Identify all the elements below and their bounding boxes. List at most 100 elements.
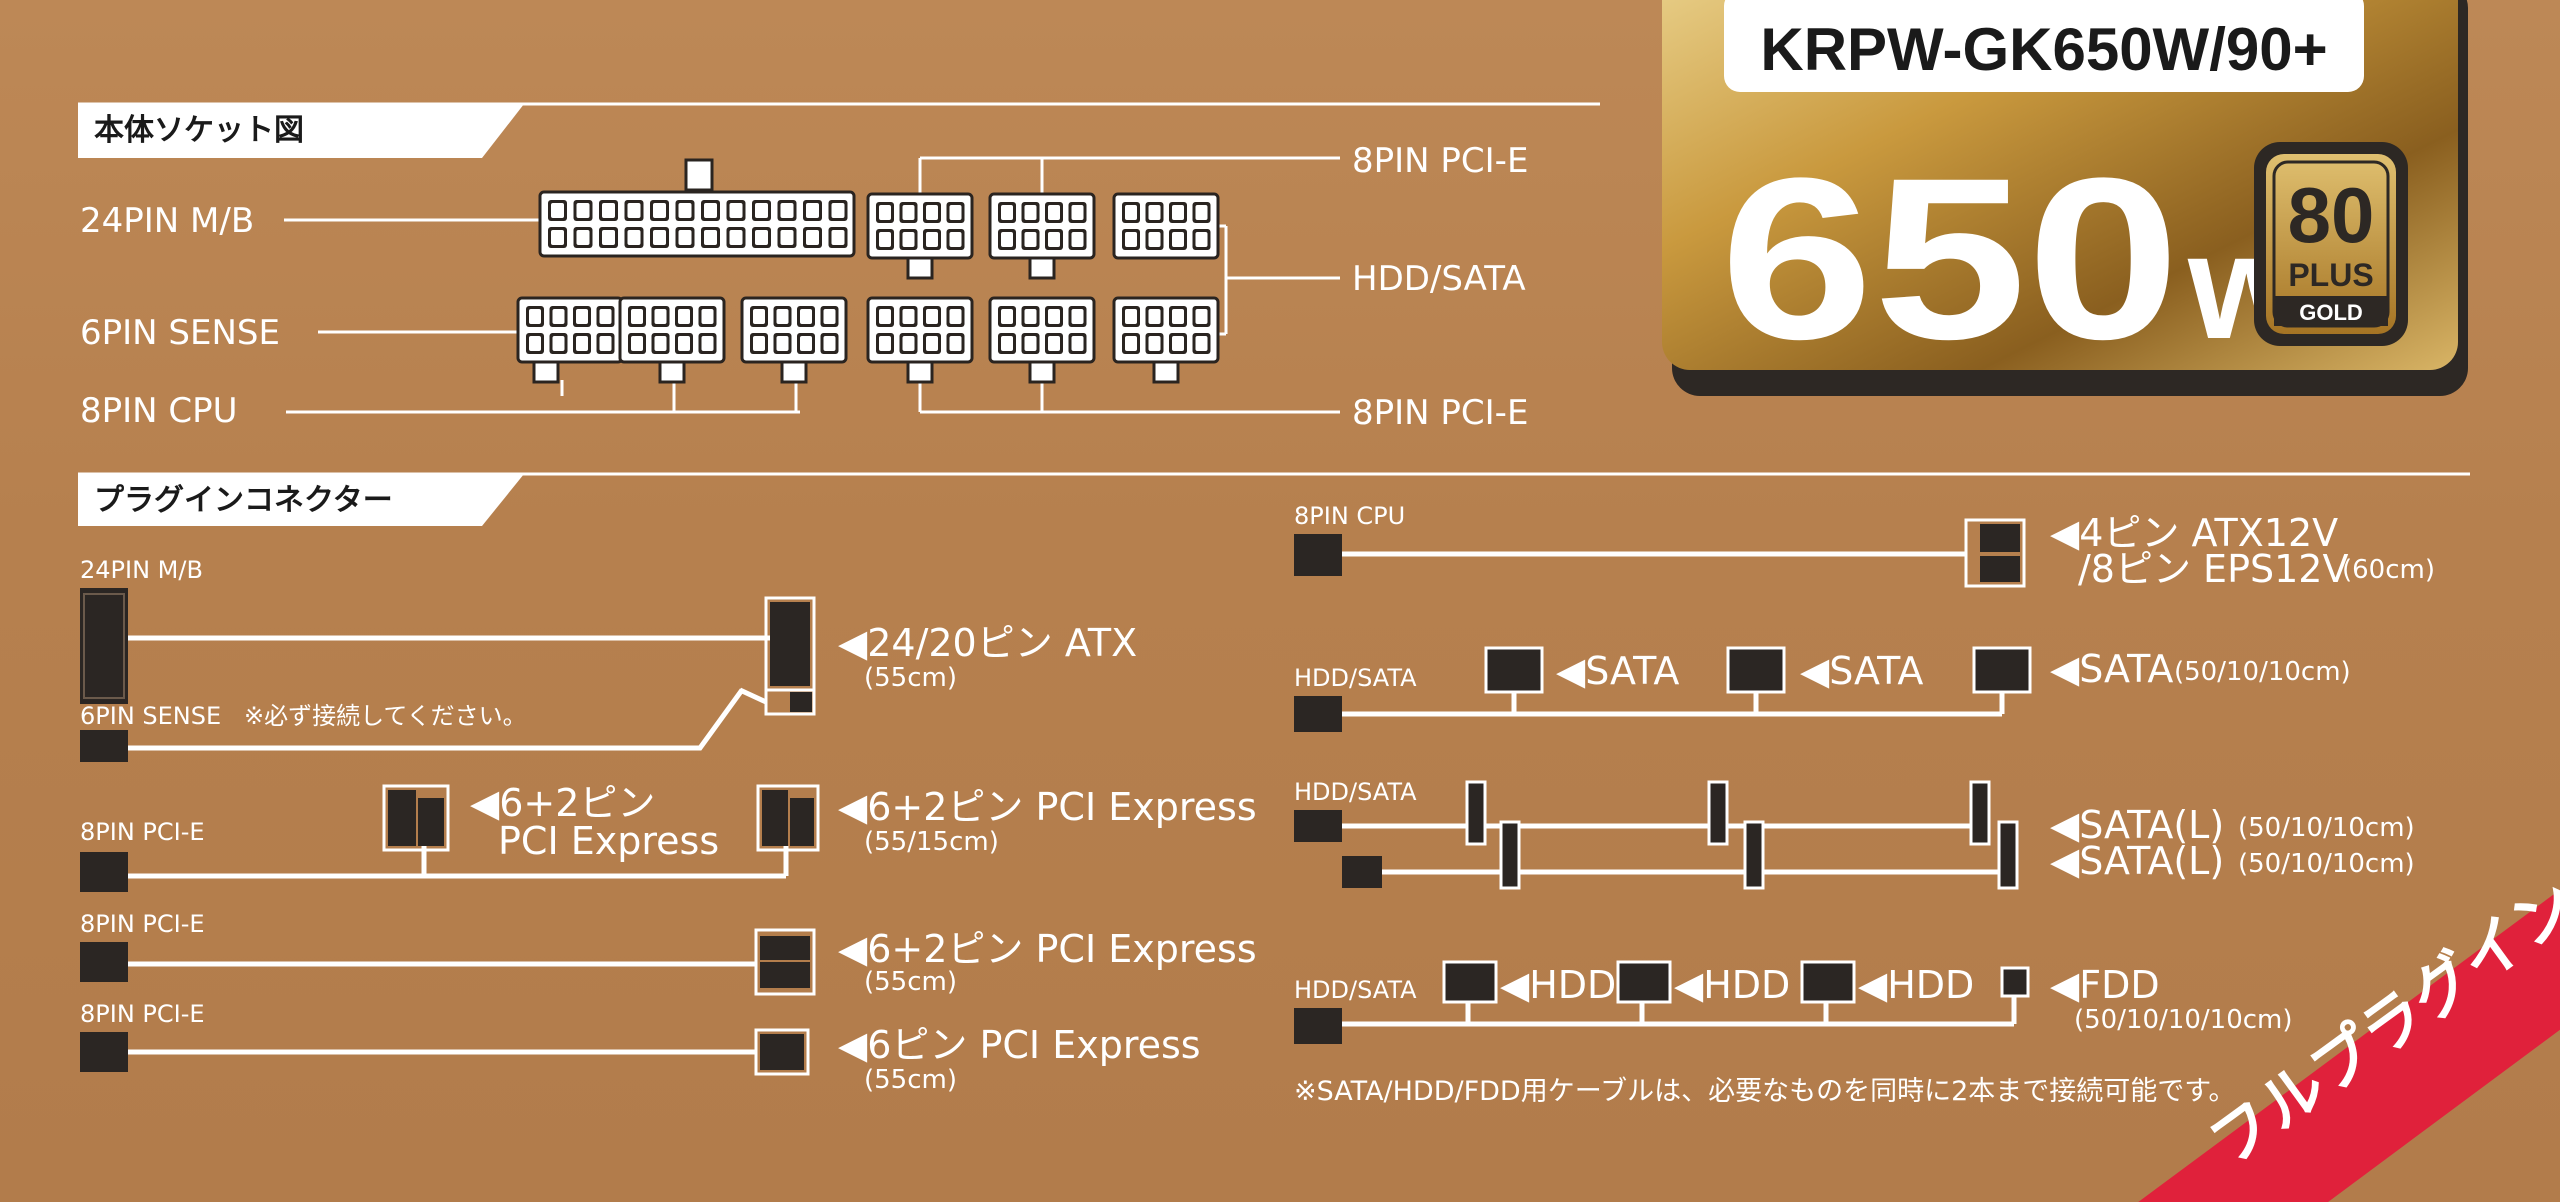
plug-satal-2 <box>1342 856 1382 888</box>
socket-8pin <box>988 296 1096 384</box>
cable-sata-end-len: (50/10/10cm) <box>2174 657 2351 687</box>
satal-plug <box>1969 780 1991 846</box>
cable-24pin-label: 24PIN M/B <box>80 556 203 584</box>
cable-pcie1-mid-b: PCI Express <box>498 819 719 863</box>
cable-24pin-len: (55cm) <box>864 663 957 693</box>
plug-pcie3-end <box>754 1028 810 1076</box>
plug-sata-3 <box>1972 646 2032 694</box>
cable-hdd2: ◀HDD <box>1674 963 1790 1007</box>
hdd-molex-3 <box>1800 960 1856 1024</box>
cable-pcie3-label: 8PIN PCI-E <box>80 1000 205 1028</box>
plug-eps12v <box>1964 518 2026 588</box>
cable-cpu-desc2: /8ピン EPS12V <box>2078 547 2348 591</box>
cable-pcie2-label: 8PIN PCI-E <box>80 910 205 938</box>
hdd-molex-2 <box>1616 960 1672 1024</box>
satal-plug <box>1465 780 1487 846</box>
label-8pin-pcie-top: 8PIN PCI-E <box>1352 141 1528 181</box>
plug-hdd <box>1294 1008 1342 1044</box>
section1-header: 本体ソケット図 <box>78 102 1600 158</box>
satal-plug <box>1707 780 1729 846</box>
cable-pcie1-label: 8PIN PCI-E <box>80 818 205 846</box>
cable-hdd3: ◀HDD <box>1858 963 1974 1007</box>
cable-hdd-label: HDD/SATA <box>1294 976 1417 1004</box>
cable-cpu-desc1: ◀4ピン ATX12V <box>2050 511 2338 555</box>
badge-gold: GOLD <box>2299 300 2363 325</box>
section2-title: プラグインコネクター <box>94 483 393 518</box>
cable-24pin-desc: ◀24/20ピン ATX <box>838 621 1137 665</box>
socket-24pin <box>538 158 856 258</box>
plug-6pin-sense <box>80 730 128 762</box>
badge-plus: PLUS <box>2288 257 2373 293</box>
cable-satal2: ◀SATA(L) <box>2050 839 2224 883</box>
plug-sata-2 <box>1726 646 1786 694</box>
fdd-plug <box>2000 966 2030 1024</box>
plug-pcie2-end <box>754 928 816 996</box>
socket-8pin <box>988 192 1096 280</box>
section2-header: プラグインコネクター <box>78 472 2470 526</box>
plug-24-20-atx <box>770 602 810 686</box>
plug-satal-1 <box>1294 810 1342 842</box>
cable-sense-note: ※必ず接続してください。 <box>244 702 527 730</box>
wattage-panel: KRPW-GK650W/90+ 650 w 80 PLUS GOLD <box>1662 0 2468 396</box>
section1-title: 本体ソケット図 <box>94 113 304 148</box>
plug-pcie3 <box>80 1032 128 1072</box>
cable-sense-label: 6PIN SENSE <box>80 702 221 730</box>
80plus-gold-badge: 80 PLUS GOLD <box>2254 142 2408 346</box>
label-hdd-sata: HDD/SATA <box>1352 259 1526 299</box>
plug-cpu <box>1294 534 1342 576</box>
cable-pcie2-desc: ◀6+2ピン PCI Express <box>838 927 1257 971</box>
plug-pcie1-end <box>756 784 820 852</box>
label-24pin-mb: 24PIN M/B <box>80 201 254 241</box>
cable-sata-label: HDD/SATA <box>1294 664 1417 692</box>
cable-pcie3-desc: ◀6ピン PCI Express <box>838 1023 1201 1067</box>
pcie-top-bracket <box>918 156 1340 196</box>
footnote: ※SATA/HDD/FDD用ケーブルは、必要なものを同時に2本まで接続可能です。 <box>1294 1076 2236 1107</box>
pcie-bottom-bracket <box>918 380 1340 414</box>
cable-pcie3-len: (55cm) <box>864 1065 957 1095</box>
socket-8pin <box>866 296 974 384</box>
cable-sata-end: ◀SATA <box>2050 647 2173 691</box>
satal-connectors <box>1465 780 2019 890</box>
socket-8pin <box>866 192 974 280</box>
socket-8pin <box>1112 296 1220 384</box>
cable-satal2-len: (50/10/10cm) <box>2238 849 2415 879</box>
plug-pcie2 <box>80 942 128 982</box>
cable-cpu-label: 8PIN CPU <box>1294 502 1405 530</box>
plug-pcie1-mid <box>382 784 450 852</box>
socket-8pin <box>740 296 848 384</box>
cable-satal-label: HDD/SATA <box>1294 778 1417 806</box>
cable-fdd-len: (50/10/10/10cm) <box>2074 1005 2293 1035</box>
socket-8pin <box>516 296 624 384</box>
cable-satal1: ◀SATA(L) <box>2050 803 2224 847</box>
satal-plug <box>1499 820 1521 890</box>
satal-plug <box>1997 820 2019 890</box>
cable-pcie2-len: (55cm) <box>864 967 957 997</box>
plug-sata <box>1294 696 1342 732</box>
plug-sata-1 <box>1484 646 1544 694</box>
socket-8pin <box>618 296 726 384</box>
socket-array <box>516 192 1220 384</box>
cable-sata-mid2: ◀SATA <box>1800 649 1923 693</box>
cable-fdd: ◀FDD <box>2050 963 2160 1007</box>
cable-pcie1-mid-a: ◀6+2ピン <box>470 781 655 825</box>
plug-24pin <box>80 588 128 704</box>
wattage-number: 650 <box>1720 130 2180 387</box>
cable-pcie1-len: (55/15cm) <box>864 827 999 857</box>
hdd-molex-1 <box>1442 960 1498 1024</box>
cable-sata-mid1: ◀SATA <box>1556 649 1679 693</box>
cpu-bracket <box>672 380 798 412</box>
model-name: KRPW-GK650W/90+ <box>1760 16 2327 83</box>
label-6pin-sense: 6PIN SENSE <box>80 313 280 353</box>
cable-cpu-len: (60cm) <box>2342 555 2435 585</box>
socket-8pin <box>1112 192 1220 260</box>
plug-pcie1 <box>80 852 128 892</box>
cable-hdd1: ◀HDD <box>1500 963 1616 1007</box>
cable-pcie1-desc: ◀6+2ピン PCI Express <box>838 785 1257 829</box>
cable-satal1-len: (50/10/10cm) <box>2238 813 2415 843</box>
label-8pin-cpu: 8PIN CPU <box>80 391 238 431</box>
label-8pin-pcie-bottom: 8PIN PCI-E <box>1352 393 1528 433</box>
badge-80: 80 <box>2288 171 2375 259</box>
satal-plug <box>1743 820 1765 890</box>
